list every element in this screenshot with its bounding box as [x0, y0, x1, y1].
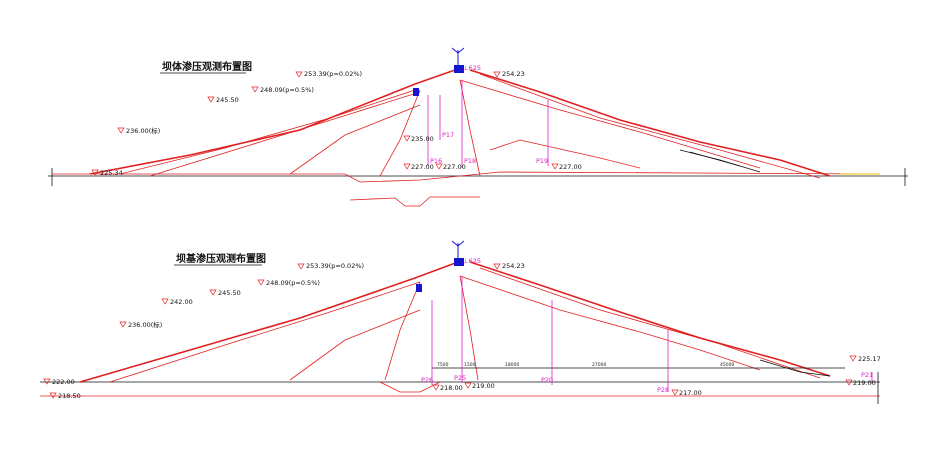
elevation-label: 236.00(标)	[128, 320, 162, 329]
piezometer-p16: P16	[430, 157, 442, 165]
cutoff-trench	[379, 381, 441, 393]
elevation-label: 227.00	[443, 163, 466, 171]
elevation-label: 254.23	[502, 70, 525, 78]
elevation-label: 227.00	[559, 163, 582, 171]
elevation-label: 225.17	[858, 355, 881, 363]
downstream-slope-inner	[479, 267, 821, 379]
toe-drain	[759, 359, 831, 377]
piezometer-p25: P25	[454, 374, 466, 382]
upstream-slope-inner-2	[149, 91, 421, 177]
upstream-slope-inner	[109, 281, 421, 383]
elevation-label: 219.00	[853, 379, 876, 387]
elevation-label: 253.39(p=0.02%)	[304, 70, 362, 78]
downstream-slope-inner-2	[459, 275, 761, 371]
piezometer-p28: P28	[657, 386, 669, 394]
inner-zone-2	[489, 139, 641, 169]
elevation-label: 236.00(标)	[126, 126, 160, 135]
crest-label: ⊥625	[463, 257, 481, 265]
cutoff-trench	[349, 196, 480, 207]
elevation-label: 248.09(p=0.5%)	[260, 86, 314, 94]
piezometer-p21: P21	[861, 371, 873, 379]
crest-wall	[454, 258, 464, 266]
inner-zone-1	[289, 104, 421, 175]
elevation-label: 235.00	[411, 135, 434, 143]
elevation-label: 248.09(p=0.5%)	[266, 279, 320, 287]
lamp-icon	[451, 47, 465, 54]
upstream-slope	[79, 261, 459, 383]
section-1: 坝体渗压观测布置图 ⊥625	[48, 47, 908, 207]
dimension-label: 7500	[437, 362, 449, 368]
core-downstream	[459, 79, 481, 177]
core-downstream	[459, 275, 479, 381]
wave-wall-marker	[416, 284, 422, 292]
toe-drain-2	[689, 151, 741, 167]
elevation-label: 253.39(p=0.02%)	[306, 262, 364, 270]
crest-label: ⊥625	[463, 64, 481, 72]
dimension-labels: 7500 1500 18000 27000 45000	[437, 362, 734, 368]
elevation-label: 245.50	[218, 289, 241, 297]
piezometer-p26: P26	[421, 376, 433, 384]
elevation-marks: 253.39(p=0.02%) 254.23 248.09(p=0.5%) 24…	[43, 262, 881, 400]
downstream-slope-inner-2	[459, 79, 761, 169]
inner-zone-1	[289, 309, 421, 381]
piezometer-p19: P19	[536, 157, 548, 165]
piezometer-p17: P17	[442, 131, 454, 139]
section-2-title: 坝基渗压观测布置图	[176, 252, 266, 265]
elevation-label: 245.50	[216, 96, 239, 104]
core-upstream	[384, 281, 421, 381]
elevation-label: 218.50	[58, 392, 81, 400]
elevation-label: 218.00	[440, 384, 463, 392]
downstream-slope	[469, 69, 831, 177]
piezometer-p20: P20	[541, 376, 553, 384]
elevation-label: 254.23	[502, 262, 525, 270]
section-1-title: 坝体渗压观测布置图	[162, 60, 252, 73]
elevation-label: 219.00	[472, 382, 495, 390]
section-2: 坝基渗压观测布置图 ⊥625 7500 1500 18000 27000 450…	[40, 240, 881, 404]
dimension-label: 45000	[720, 362, 734, 368]
core-upstream	[379, 89, 421, 177]
upstream-slope	[89, 69, 456, 175]
dimension-label: 18000	[505, 362, 519, 368]
elevation-label: 222.00	[52, 378, 75, 386]
dimension-label: 1500	[464, 362, 476, 368]
dimension-label: 27000	[592, 362, 606, 368]
wave-wall-marker	[413, 88, 419, 96]
downstream-slope-inner	[479, 73, 821, 179]
elevation-label: 225.34	[100, 169, 123, 177]
crest-wall	[454, 65, 464, 73]
elevation-label: 242.00	[170, 298, 193, 306]
piezometer-p18: P18	[464, 157, 476, 165]
foundation-line	[52, 171, 881, 183]
upstream-slope-inner	[119, 89, 416, 175]
downstream-slope	[469, 261, 831, 377]
elevation-label: 217.00	[679, 389, 702, 397]
elevation-label: 227.00	[411, 163, 434, 171]
elevation-marks: 253.39(p=0.02%) 254.23 248.09(p=0.5%) 24…	[91, 70, 582, 177]
lamp-icon	[451, 240, 465, 247]
